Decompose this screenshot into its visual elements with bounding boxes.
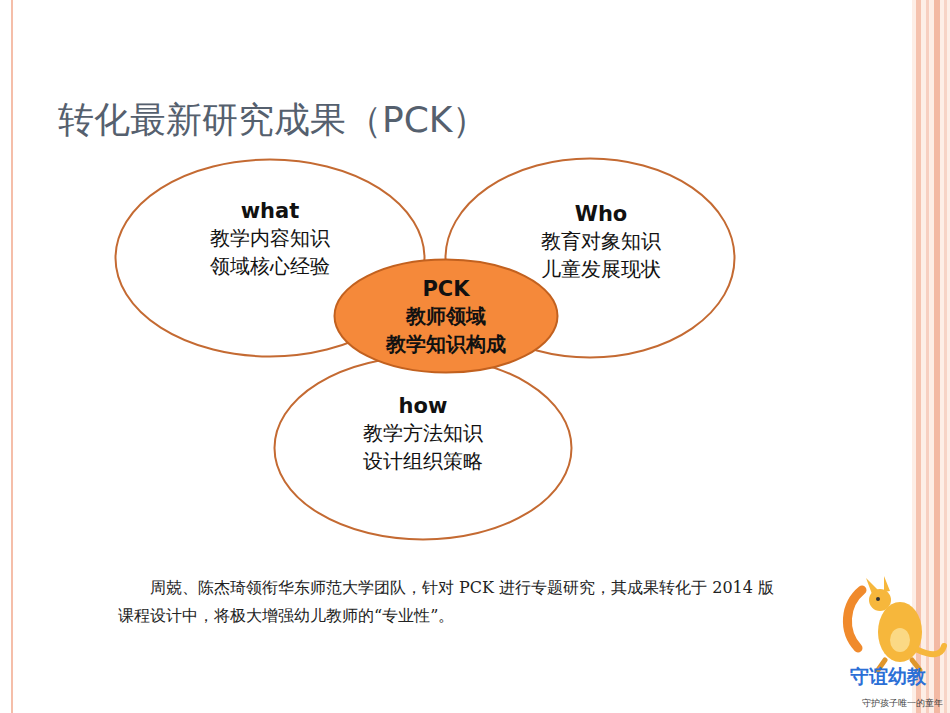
node-heading: how	[273, 393, 573, 419]
right-band	[912, 0, 950, 713]
node-body: 教学方法知识 设计组织策略	[357, 419, 489, 475]
method-knowledge-ellipse: how教学方法知识 设计组织策略	[273, 355, 573, 541]
left-rule	[11, 0, 13, 713]
logo-kangaroo	[847, 576, 944, 670]
right-stripe	[926, 0, 929, 713]
logo-wordmark: 守谊幼教	[850, 664, 926, 690]
ellipse	[335, 260, 558, 373]
ellipse	[275, 357, 572, 540]
node-content: how教学方法知识 设计组织策略	[273, 355, 573, 475]
node-heading: PCK	[333, 276, 559, 302]
source-note: 周兢、陈杰琦领衔华东师范大学团队，针对 PCK 进行专题研究，其成果转化于 20…	[118, 574, 778, 630]
node-content: PCK教师领域 教学知识构成	[333, 258, 559, 358]
right-stripe	[916, 0, 921, 713]
right-stripe	[944, 0, 947, 713]
logo-slogan: 守护孩子唯一的童年	[862, 697, 943, 710]
node-body: 教学内容知识 领域核心经验	[204, 224, 336, 280]
node-content: what教学内容知识 领域核心经验	[114, 158, 426, 280]
ellipse-outline	[273, 355, 573, 541]
node-heading: what	[114, 198, 426, 224]
node-body: 教师领域 教学知识构成	[380, 302, 512, 358]
right-stripe	[934, 0, 940, 713]
slide-title: 转化最新研究成果（PCK）	[58, 96, 488, 145]
body-wrap: 教学方法知识 设计组织策略	[273, 419, 573, 475]
node-body: 教育对象知识 儿童发展现状	[535, 227, 667, 283]
node-heading: Who	[466, 201, 736, 227]
pck-core-ellipse: PCK教师领域 教学知识构成	[333, 258, 559, 374]
body-wrap: 教师领域 教学知识构成	[333, 302, 559, 358]
